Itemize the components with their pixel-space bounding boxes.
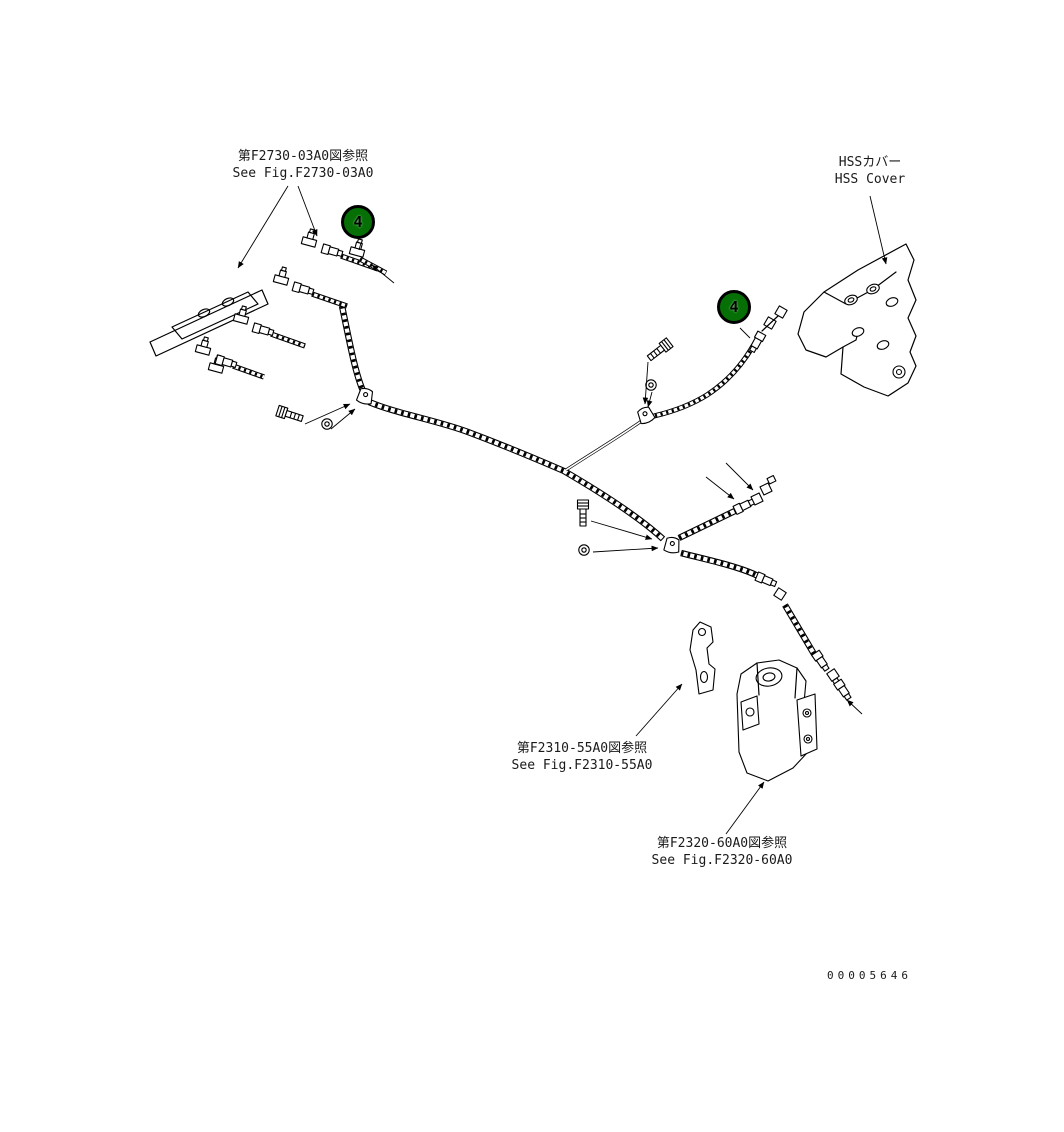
ref-label-hss-en: HSS Cover [834,172,906,187]
hose-fittings [194,227,854,702]
hose-clamp-left [355,386,375,406]
ref-label-hss-jp: HSSカバー [838,155,902,170]
callout-balloon-4-right[interactable]: 4 [717,290,751,324]
bolt-upper-right [645,337,674,364]
bolt-left [275,404,305,425]
ref-label-f2320-en: See Fig.F2320-60A0 [651,853,793,868]
hose-clamp-center [663,535,682,555]
washer-upper-right [645,379,657,391]
leader-lines [237,185,888,835]
bracket-f2310-part [689,621,716,695]
ref-label-f2730: 第F2730-03A0図参照 See Fig.F2730-03A0 [210,148,396,182]
ref-label-f2320-jp: 第F2320-60A0図参照 [656,836,788,851]
ref-label-hss-cover: HSSカバー HSS Cover [810,154,930,188]
washer-left [321,418,333,430]
callout-balloon-4-left[interactable]: 4 [341,205,375,239]
fasteners [275,337,674,556]
drawing-number: 00005646 [827,969,912,982]
hss-cover-part [797,243,917,397]
ref-label-f2320: 第F2320-60A0図参照 See Fig.F2320-60A0 [632,835,812,869]
bolt-center [576,499,590,527]
mounting-bracket [149,289,269,357]
ref-label-f2730-jp: 第F2730-03A0図参照 [237,149,369,164]
washer-center [578,544,590,556]
ref-label-f2730-en: See Fig.F2730-03A0 [232,166,374,181]
control-valve-part [736,659,818,782]
ref-label-f2310-en: See Fig.F2310-55A0 [511,758,653,773]
ref-label-f2310-jp: 第F2310-55A0図参照 [516,741,648,756]
elbow-link-line [761,315,779,332]
ref-label-f2310: 第F2310-55A0図参照 See Fig.F2310-55A0 [492,740,672,774]
hydraulic-hoses [233,256,839,686]
